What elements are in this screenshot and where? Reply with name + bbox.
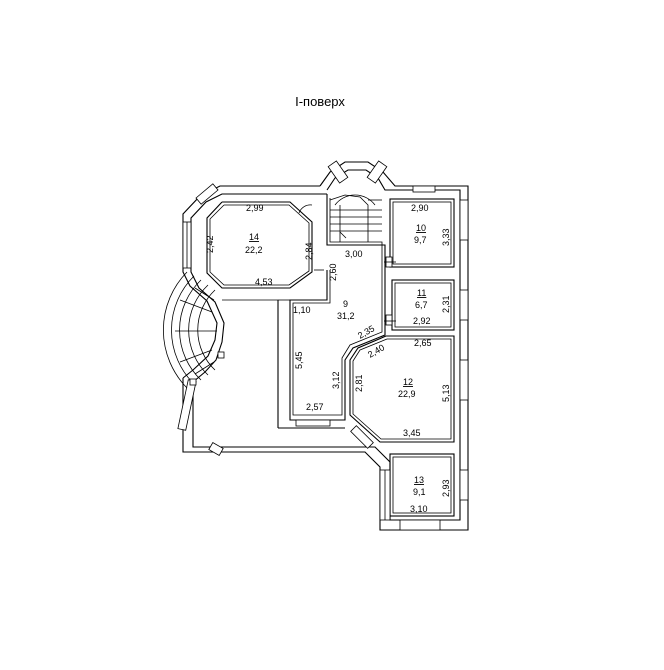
room-14-number: 14: [249, 232, 259, 242]
windows: [177, 160, 469, 531]
room-13-number: 13: [414, 475, 424, 485]
room-14-area: 22,2: [245, 245, 263, 255]
porch-steps: [163, 271, 225, 389]
dim-stair: 3,00: [345, 249, 363, 259]
dim-r9-312: 3,12: [331, 371, 341, 389]
dim-r11-right: 2,31: [441, 295, 451, 313]
dim-r14-top: 2,99: [246, 203, 264, 213]
bay-arc: [298, 204, 313, 214]
dim-r12-right: 5,13: [441, 384, 451, 402]
outer-wall: [182, 161, 469, 531]
room-12-number: 12: [403, 377, 413, 387]
outer-walls: [182, 161, 469, 531]
floor-title: І-поверх: [295, 94, 345, 109]
dim-r14-bottom: 4,53: [255, 277, 273, 287]
room-13-area: 9,1: [413, 487, 426, 497]
room-12-inner: [352, 338, 452, 440]
room-9-wall: [289, 194, 386, 421]
dimension-labels: 2,99 2,42 4,53 2,84 2,90 3,33 3,00 2,60 …: [205, 203, 451, 514]
room-labels: 14 22,2 10 9,7 9 31,2 11 6,7 12 22,9 13 …: [245, 223, 428, 497]
room-10-area: 9,7: [414, 235, 427, 245]
dim-r13-bottom: 3,10: [410, 504, 428, 514]
dim-r10-right: 3,33: [441, 228, 451, 246]
dim-r13-right: 2,93: [441, 479, 451, 497]
dim-r10-top: 2,90: [411, 203, 429, 213]
room-13-inner: [392, 456, 452, 514]
dim-r9-260: 2,60: [328, 263, 338, 281]
staircase: [329, 194, 382, 242]
room-12-area: 22,9: [398, 389, 416, 399]
room-9-number: 9: [343, 299, 348, 309]
room-12-wall: [349, 335, 455, 443]
dim-r12-240: 2,40: [366, 342, 386, 359]
inner-wall: [192, 169, 461, 521]
dim-r12-bottom: 3,45: [403, 428, 421, 438]
dim-r14-left: 2,42: [205, 235, 215, 253]
dim-r9-bottom: 2,57: [306, 402, 324, 412]
dim-r12-left: 2,81: [354, 374, 364, 392]
dim-r9-110: 1,10: [293, 305, 311, 315]
dimension-ticks: [278, 231, 396, 322]
partitions: [206, 194, 455, 517]
room-11-number: 11: [417, 288, 426, 298]
room-11-wall: [391, 279, 455, 331]
dim-r11-bottom: 2,92: [413, 316, 431, 326]
room-14-inner: [209, 204, 310, 286]
room-14-wall: [206, 201, 313, 289]
room-11-area: 6,7: [415, 300, 428, 310]
dim-r14-right: 2,84: [304, 242, 314, 260]
dim-r9-545: 5,45: [294, 351, 304, 369]
dim-r12-top: 2,65: [414, 338, 432, 348]
inner-wall-left: [190, 193, 327, 383]
room-11-inner: [394, 282, 452, 328]
room-9-inner: [292, 198, 383, 416]
room-9-area: 31,2: [337, 311, 355, 321]
room-10-number: 10: [416, 223, 426, 233]
room-10-inner: [392, 201, 452, 265]
room-10-wall: [389, 198, 455, 268]
